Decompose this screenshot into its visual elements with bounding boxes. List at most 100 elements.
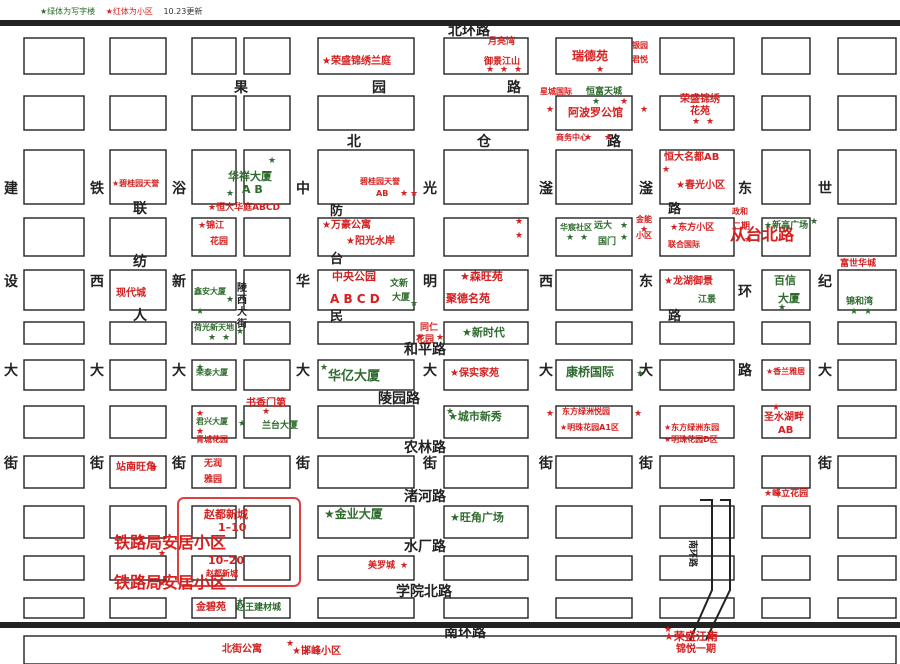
svg-text:世: 世: [818, 180, 832, 197]
city-block: [317, 321, 415, 345]
city-block: [191, 37, 237, 75]
place-lianhe: 联合国际: [668, 239, 700, 249]
vstreet-yinxi: 西 大 街: [538, 274, 553, 472]
marker-star-icon: ★: [226, 189, 234, 199]
marker-star-icon: ★: [810, 217, 818, 227]
marker-star-icon: ★: [580, 233, 588, 243]
place-yuekaiwan: 月亮湾: [487, 35, 515, 47]
south-ring-diagonal: [689, 499, 731, 641]
place-xingyuan: 星城国际: [540, 86, 572, 96]
city-block: [659, 597, 735, 619]
place-handan: ★邯峰小区: [292, 644, 341, 657]
road-guang: 光: [422, 180, 437, 197]
place-shuilu: 圣水湖畔: [764, 410, 804, 423]
marker-star-icon: ★: [778, 303, 786, 313]
city-block: [761, 269, 811, 311]
city-block: [659, 217, 735, 257]
marker-star-icon: ★: [620, 221, 628, 231]
place-shuxiang: 书香门第: [246, 396, 286, 409]
city-block: [243, 359, 291, 391]
place-senwang: ★森旺苑: [460, 269, 503, 283]
svg-text:西: 西: [90, 274, 104, 290]
marker-star-icon: ★: [620, 97, 628, 107]
city-block: [837, 555, 897, 581]
place-congtai: 从台北路: [730, 225, 795, 244]
city-block: [761, 597, 811, 619]
place-zhaodu-110: 1–10: [218, 521, 247, 534]
place-hengda-mingdu: 恒大名都AB: [664, 150, 719, 163]
city-block: [191, 597, 237, 619]
place-erqi: 二期: [732, 220, 750, 232]
city-block: [191, 359, 237, 391]
place-huayuan3: 花园: [416, 333, 434, 345]
marker-star-icon: ★: [158, 579, 166, 589]
road-fuhe: 渚河路: [404, 488, 447, 505]
vstreet-tiexi: 铁 西 大 街: [89, 180, 104, 472]
svg-text:大: 大: [539, 362, 553, 379]
marker-star-icon: ★: [196, 307, 204, 317]
city-block: [659, 149, 735, 205]
place-rongsheng-jinxiu: 荣盛锦绣: [679, 92, 721, 105]
city-block: [317, 37, 415, 75]
svg-text:纺: 纺: [133, 253, 147, 270]
city-block: [443, 269, 529, 311]
svg-text:大: 大: [90, 362, 104, 379]
marker-star-icon: ★: [486, 65, 494, 75]
marker-star-icon: ★: [640, 225, 648, 235]
city-blocks: [23, 37, 897, 664]
place-wurun: 无润: [203, 457, 222, 469]
city-block: [659, 359, 735, 391]
city-block: [555, 37, 633, 75]
place-zhengfu: 政和: [732, 206, 748, 216]
city-block: [443, 359, 529, 391]
north-ring-band: [0, 20, 900, 26]
svg-text:铁: 铁: [90, 180, 104, 197]
place-chunguang: ★春光小区: [676, 178, 725, 191]
city-block: [191, 505, 237, 539]
city-block: [761, 505, 811, 539]
city-block: [659, 321, 735, 345]
svg-text:纪: 纪: [818, 273, 832, 290]
city-block: [243, 321, 291, 345]
city-block: [443, 455, 529, 489]
place-huayang: 华祥大厦: [228, 169, 273, 183]
place-xiandai: 现代城: [116, 286, 146, 299]
place-labels: ★荣盛锦绣兰庭月亮湾御景江山瑞德苑银园君悦星城国际恒富天城阿波罗公馆商务中心荣盛…: [112, 35, 876, 657]
place-huayuan: 花苑: [690, 104, 710, 117]
svg-text:西: 西: [539, 274, 553, 290]
city-block: [761, 37, 811, 75]
city-block: [837, 505, 897, 539]
svg-text:浴: 浴: [172, 180, 187, 197]
marker-star-icon: ★: [262, 407, 270, 417]
marker-star-icon: ★: [158, 549, 166, 559]
city-block: [837, 269, 897, 311]
marker-star-icon: ★: [604, 133, 612, 143]
place-biguiyuan-tf: ★碧桂园天誉: [112, 178, 160, 188]
city-block: [243, 149, 291, 205]
city-block: [317, 149, 415, 205]
place-dasha2: 大厦: [778, 291, 801, 305]
city-block: [837, 321, 897, 345]
place-mingzhu-d: ★明珠花园D区: [664, 434, 718, 444]
city-block: [555, 149, 633, 205]
marker-star-icon: ★: [416, 333, 424, 343]
road-guoyuan-1: 果: [233, 80, 249, 96]
legend-update: 10.23更新: [163, 7, 203, 16]
city-block: [761, 149, 811, 205]
city-block: [243, 597, 291, 619]
city-block: [191, 269, 237, 311]
city-block: [191, 95, 237, 131]
city-block: [109, 217, 167, 257]
place-hengda-abcd: ★恒大华庭ABCD: [208, 201, 280, 213]
road-south-ring: 南环路: [444, 624, 487, 641]
road-xueyuan: 学院北路: [396, 583, 453, 600]
marker-star-icon: ★: [196, 363, 204, 373]
place-tongren: 同仁: [420, 321, 438, 333]
city-block: [659, 555, 735, 581]
legend: ★绿体为写字楼 ★红体为小区 10.23更新: [40, 6, 202, 17]
city-block: [243, 405, 291, 439]
city-block: [555, 405, 633, 439]
marker-star-icon: ★: [410, 299, 418, 309]
city-block: [555, 597, 633, 619]
marker-star-icon: ★: [664, 625, 672, 635]
